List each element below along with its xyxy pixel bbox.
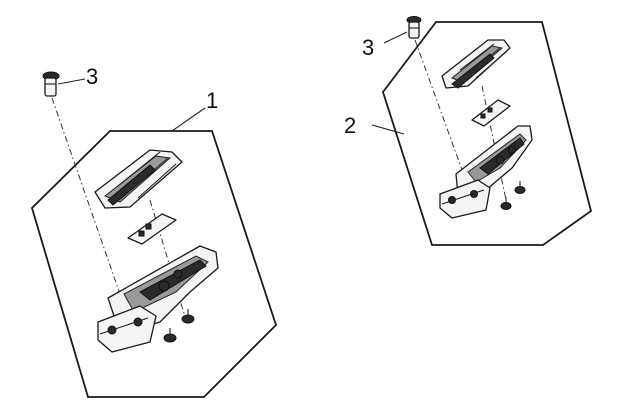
left-rubber-pad	[94, 149, 183, 209]
right-bolt	[406, 16, 422, 39]
callout-3-left-leader	[57, 78, 86, 85]
callout-3-right-label: 3	[362, 35, 374, 60]
callout-3-right-leader	[383, 31, 408, 44]
right-assembly-frame	[382, 21, 593, 246]
right-screw-b	[514, 181, 526, 194]
left-footpeg-assembly: 1 3	[30, 64, 278, 398]
left-plate	[127, 213, 177, 245]
callout-1-leader	[171, 107, 206, 132]
left-screw-b	[181, 309, 195, 324]
callout-2-leader	[371, 124, 405, 135]
right-footpeg-body	[439, 125, 533, 219]
left-bolt-axis	[51, 97, 123, 301]
right-rubber-pad	[441, 39, 511, 89]
right-pin-axis	[481, 85, 507, 201]
callout-1-label: 1	[206, 88, 218, 113]
callout-2-label: 2	[344, 113, 356, 138]
callout-3-left-label: 3	[86, 64, 98, 89]
right-screw-a	[500, 197, 512, 210]
left-bolt	[42, 71, 60, 97]
right-footpeg-assembly: 2 3	[344, 16, 593, 246]
left-assembly-frame	[30, 130, 278, 398]
left-footpeg-body	[97, 245, 219, 353]
right-plate	[471, 99, 511, 127]
left-screw-a	[163, 328, 177, 343]
